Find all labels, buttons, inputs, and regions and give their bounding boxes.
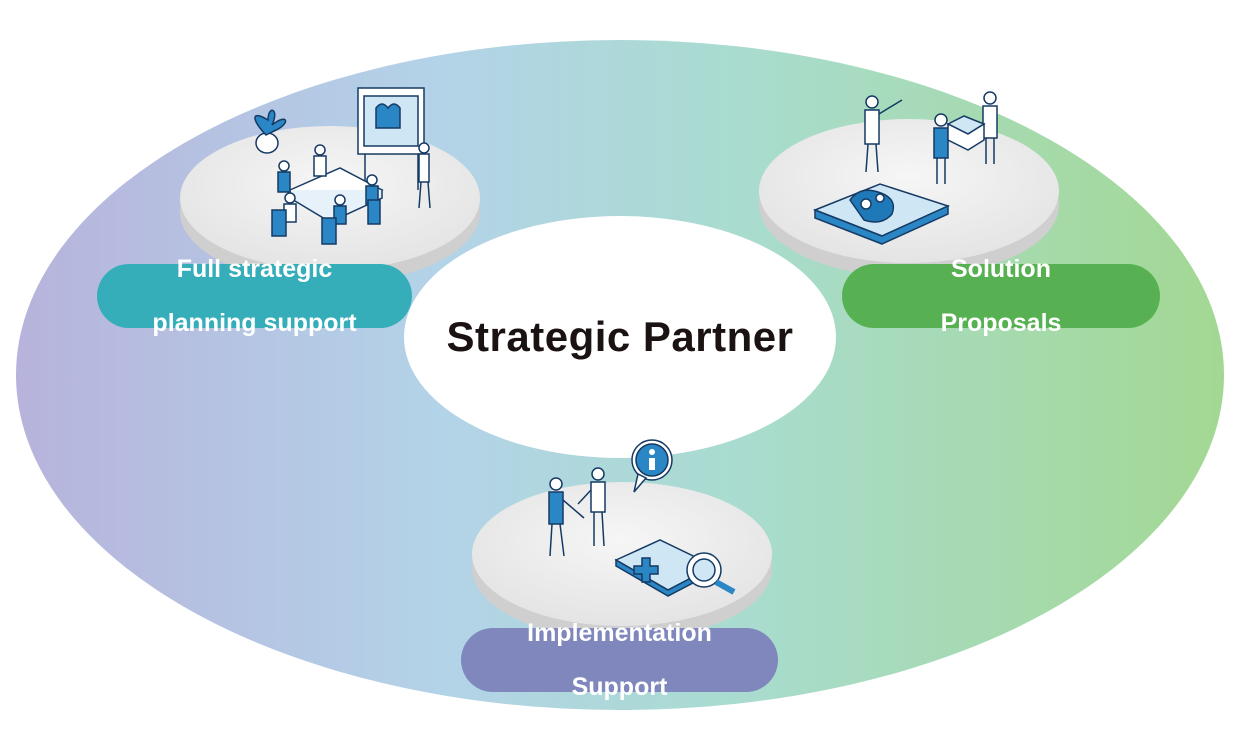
implementation-label-line2: Support [571,672,668,701]
solution-label-line2: Proposals [940,308,1062,337]
consultation-icon [548,439,736,597]
solution-label-line1: Solution [951,254,1051,283]
full-strategic-label-line1: Full strategic [176,254,333,283]
solution-proposals-label: Solution Proposals [842,255,1160,336]
implementation-label-line1: Implementation [527,618,712,647]
center-title: Strategic Partner [446,313,794,360]
puzzle-proposal-icon [812,91,998,245]
implementation-support-label: Implementation Support [461,619,778,700]
full-strategic-planning-label: Full strategic planning support [97,255,412,336]
meeting-room-icon [254,87,431,245]
full-strategic-label-line2: planning support [152,308,357,337]
center-ellipse [404,216,836,458]
